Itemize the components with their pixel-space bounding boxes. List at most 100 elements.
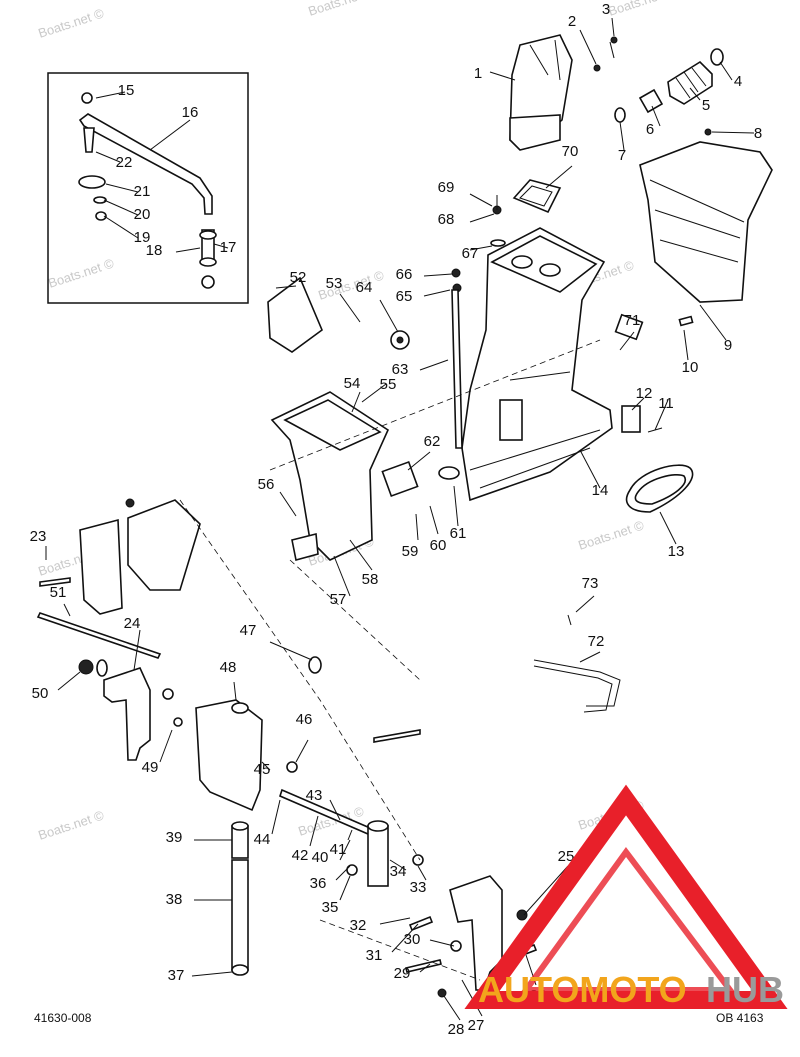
callout-number: 60 [430, 537, 447, 554]
driveshaft-housing [461, 227, 663, 502]
callout-number: 7 [618, 147, 626, 164]
watermark-text: Boats.net © [576, 517, 646, 552]
callout-number: 30 [404, 931, 421, 948]
leader-line [461, 979, 483, 1017]
lower-mounts [79, 498, 201, 615]
leader-line [651, 105, 661, 127]
callout-number: 58 [362, 571, 379, 588]
leader-line [159, 729, 173, 763]
exhaust-tube [509, 34, 573, 151]
callout-number: 50 [32, 685, 49, 702]
watermark-text: Boats.net © [36, 807, 106, 842]
callout-number: 53 [326, 275, 343, 292]
callout-number: 47 [240, 622, 257, 639]
callout-number: 42 [292, 847, 309, 864]
leader-line [619, 331, 635, 351]
callout-number: 54 [344, 375, 361, 392]
leader-line [654, 399, 669, 431]
leader-line [213, 243, 229, 249]
side-cover [639, 141, 773, 327]
leader-line [469, 213, 495, 223]
callout-number: 73 [582, 575, 599, 592]
callout-number: 3 [602, 1, 610, 18]
callout-number: 39 [166, 829, 183, 846]
leader-line [339, 875, 351, 901]
figure-number-left: 41630-008 [34, 1011, 92, 1025]
callout-number: 2 [568, 13, 576, 30]
callout-number: 71 [624, 312, 641, 329]
watermark-text: Boats.net © [46, 255, 116, 290]
leader-line [619, 121, 625, 151]
callout-number: 36 [310, 875, 327, 892]
leader-line [57, 671, 81, 691]
callout-number: 68 [438, 211, 455, 228]
leader-line [351, 391, 361, 413]
clamp-bracket-left [78, 659, 183, 761]
leader-line [419, 359, 449, 371]
leader-line [63, 603, 71, 617]
leader-line [175, 247, 201, 253]
callout-number: 45 [254, 761, 271, 778]
leader-line [575, 595, 595, 613]
leader-line [149, 119, 191, 151]
steering-link-assembly [78, 92, 217, 289]
callout-number: 49 [142, 759, 159, 776]
callout-number: 17 [220, 239, 237, 256]
callout-number: 33 [410, 879, 427, 896]
callout-number: 11 [658, 395, 674, 412]
callout-number: 24 [124, 615, 141, 632]
watermark-text: Boats.net © [36, 5, 106, 40]
leader-line [271, 799, 281, 835]
callout-number: 59 [402, 543, 419, 560]
callout-number: 46 [296, 711, 313, 728]
callout-number: 38 [166, 891, 183, 908]
callout-number: 57 [330, 591, 347, 608]
leader-line [453, 485, 459, 527]
leader-line [339, 293, 361, 323]
callout-number: 66 [396, 266, 413, 283]
leader-line [95, 91, 126, 99]
figure-number-right: OB 4163 [716, 1011, 764, 1025]
callout-number: 6 [646, 121, 654, 138]
callout-number: 72 [588, 633, 605, 650]
upper-mount [267, 276, 323, 353]
leader-line [489, 71, 516, 81]
leader-line [339, 839, 351, 861]
callout-number: 41 [330, 841, 347, 858]
callout-number: 70 [562, 143, 579, 160]
watermark-text: Boats.net © [606, 0, 676, 19]
leader-line [389, 859, 407, 871]
callout-number: 31 [366, 947, 383, 964]
leader-line [103, 215, 139, 239]
leader-line [191, 971, 233, 977]
leader-line [469, 245, 493, 251]
callout-number: 29 [394, 965, 411, 982]
leader-line [659, 511, 677, 545]
callout-number: 44 [254, 831, 271, 848]
inset-box [47, 72, 249, 304]
callout-number: 61 [450, 525, 467, 542]
leader-line [443, 995, 461, 1021]
callout-number: 13 [668, 543, 685, 560]
leader-line [329, 799, 341, 821]
leader-line [579, 651, 601, 663]
callout-number: 62 [424, 433, 441, 450]
callout-number: 40 [312, 849, 329, 866]
leader-line [333, 555, 351, 597]
leader-line [105, 183, 139, 193]
callout-number: 69 [438, 179, 455, 196]
callout-number: 48 [220, 659, 237, 676]
callout-number: 14 [592, 482, 609, 499]
callout-number: 5 [702, 97, 710, 114]
driveshaft [451, 289, 463, 449]
leader-line [429, 939, 455, 947]
leader-line [295, 739, 309, 763]
callout-number: 15 [118, 82, 135, 99]
callout-number: 19 [134, 229, 151, 246]
callout-number: 28 [448, 1021, 465, 1038]
seal-ring [625, 464, 694, 513]
callout-number: 21 [134, 183, 151, 200]
watermark-text: Boats.net © [306, 0, 376, 19]
callout-number: 51 [50, 584, 67, 601]
